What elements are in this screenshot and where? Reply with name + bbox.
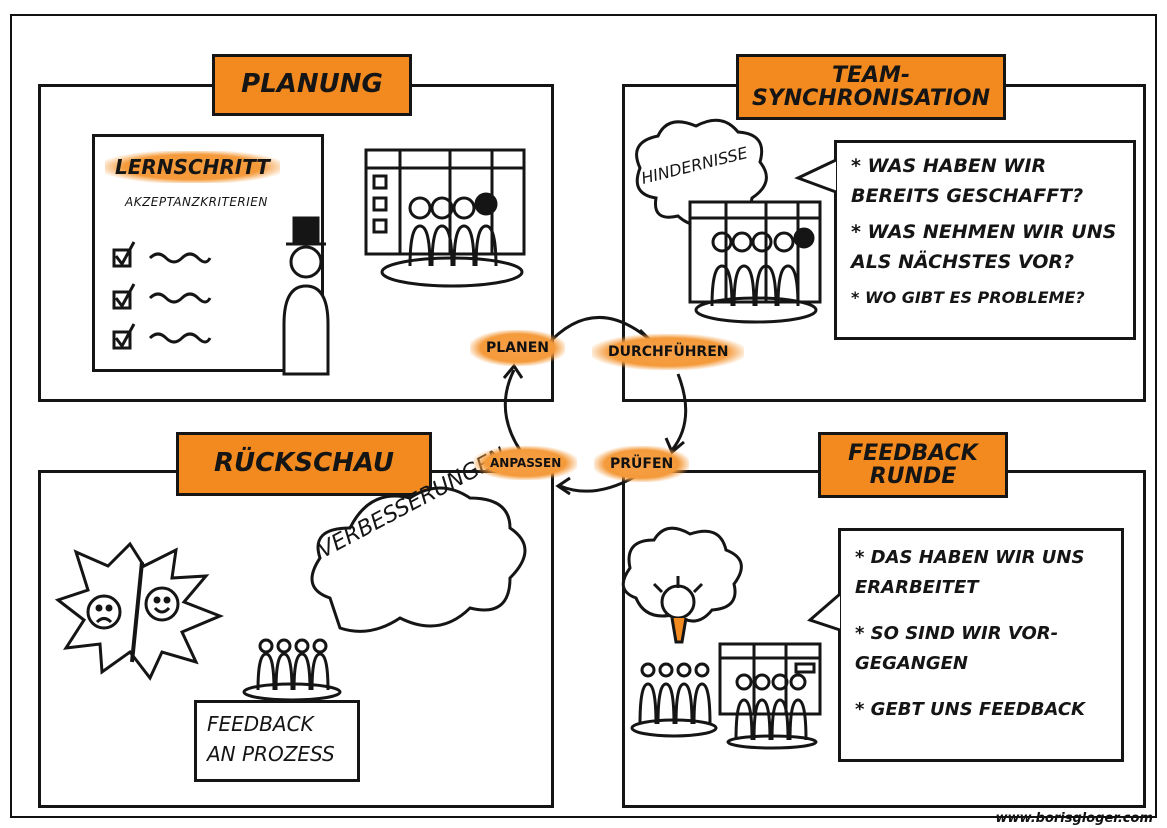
cycle-step-check: PRÜFEN	[594, 446, 690, 482]
poster-frame	[10, 14, 1157, 818]
product-owner-figure-icon	[282, 216, 330, 376]
mood-burst-icon	[54, 541, 224, 681]
footer-url: www.borisgloger.com	[995, 811, 1153, 826]
idea-cloud-icon	[621, 526, 743, 644]
team-sync-title-line1: TEAM-	[831, 62, 911, 88]
note-subtitle: AKZEPTANZKRITERIEN	[125, 195, 268, 209]
review-team-icon	[630, 642, 822, 750]
cycle-step-plan: PLANEN	[470, 330, 566, 366]
cycle-step-act: ANPASSEN	[474, 446, 578, 480]
team-sync-bubble-tail	[794, 158, 837, 194]
feedback-process-board: FEEDBACK AN PROZESS	[194, 700, 360, 782]
feedback-bullet-2: * SO SIND WIR VOR-GEGANGEN	[855, 623, 1059, 674]
retro-title-box: RÜCKSCHAU	[176, 432, 432, 496]
feedback-bullet-1: * DAS HABEN WIR UNS ERARBEITET	[855, 547, 1085, 598]
feedback-title-box: FEEDBACK RUNDE	[818, 432, 1008, 498]
improvements-cloud-icon	[310, 486, 527, 633]
team-sync-title-box: TEAM- SYNCHRONISATION	[736, 54, 1006, 120]
retro-title: RÜCKSCHAU	[214, 448, 394, 479]
feedback-bubble-tail	[807, 592, 841, 632]
team-sync-title-line2: SYNCHRONISATION	[751, 86, 991, 111]
team-sync-bullet-1: * WAS HABEN WIR BEREITS GESCHAFFT?	[851, 155, 1084, 207]
retro-team-icon	[242, 638, 342, 702]
planning-title: PLANUNG	[241, 69, 383, 100]
note-title: LERNSCHRITT	[105, 151, 280, 183]
note-checklist-icon	[112, 241, 212, 350]
feedback-bullet-3: * GEBT UNS FEEDBACK	[855, 699, 1086, 720]
daily-board-icon	[688, 200, 822, 324]
cycle-step-do: DURCHFÜHREN	[592, 334, 745, 370]
feedback-speech-bubble: * DAS HABEN WIR UNS ERARBEITET * SO SIND…	[838, 528, 1124, 762]
feedback-title-line1: FEEDBACK	[848, 440, 978, 466]
team-sync-speech-bubble: * WAS HABEN WIR BEREITS GESCHAFFT? * WAS…	[834, 140, 1136, 340]
team-board-icon	[364, 148, 526, 288]
team-sync-bullet-3: * WO GIBT ES PROBLEME?	[851, 288, 1085, 307]
team-sync-bullet-2: * WAS NEHMEN WIR UNS ALS NÄCHSTES VOR?	[851, 221, 1117, 273]
planning-title-box: PLANUNG	[212, 54, 412, 116]
feedback-title-line2: RUNDE	[869, 464, 957, 489]
